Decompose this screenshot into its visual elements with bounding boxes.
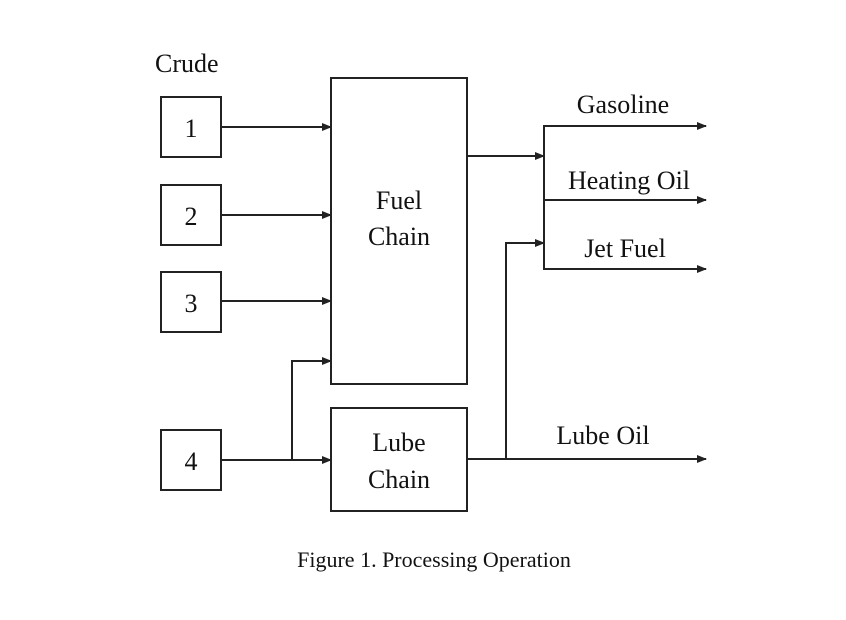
crude-box-4-label: 4 — [185, 447, 198, 476]
fuel-chain-box — [330, 77, 468, 385]
gasoline-label: Gasoline — [577, 90, 669, 119]
fuel-chain-label-line2: Chain — [368, 222, 430, 251]
fuel-chain-label-line1: Fuel — [376, 186, 422, 215]
heating-oil-label: Heating Oil — [568, 166, 690, 195]
lube-chain-label-line2: Chain — [368, 465, 430, 494]
lube-oil-label: Lube Oil — [556, 421, 649, 450]
arrow-lube-to-jet-fuel — [505, 239, 545, 459]
crude-box-2 — [160, 184, 222, 246]
crude-box-3-label: 3 — [185, 289, 198, 318]
lube-chain-box — [330, 407, 468, 512]
crude-box-2-label: 2 — [185, 202, 198, 231]
crude-box-3 — [160, 271, 222, 333]
crude-box-1-label: 1 — [185, 114, 198, 143]
crude-box-1 — [160, 96, 222, 158]
jet-fuel-label: Jet Fuel — [584, 234, 666, 263]
crude-label: Crude — [155, 49, 219, 78]
arrow-crude4-to-fuel — [291, 357, 332, 460]
lube-chain-label-line1: Lube — [372, 428, 425, 457]
figure-caption: Figure 1. Processing Operation — [297, 547, 571, 572]
